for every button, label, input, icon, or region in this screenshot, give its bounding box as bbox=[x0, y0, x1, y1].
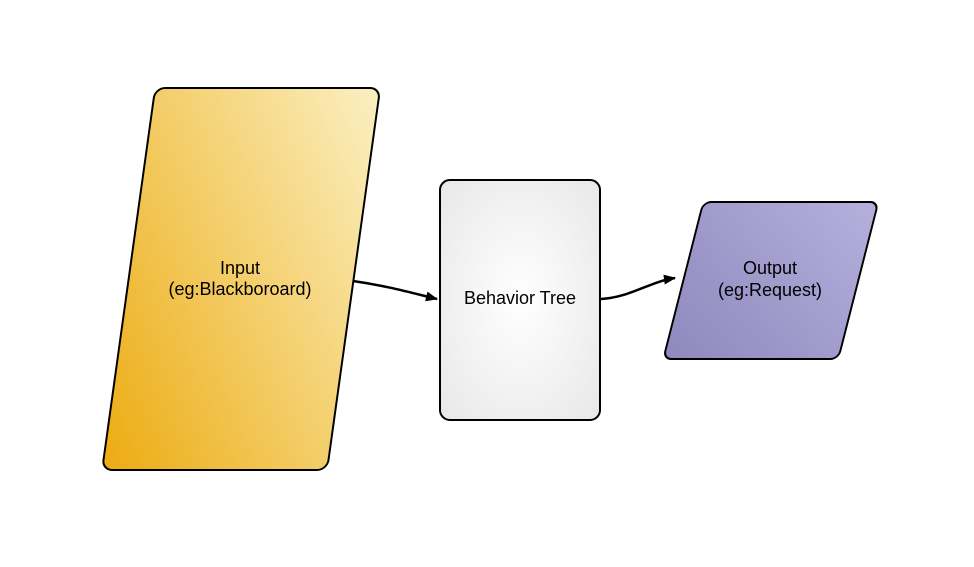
behavior-tree-node-label: Behavior Tree bbox=[464, 288, 576, 308]
output-node-label-line2: (eg:Request) bbox=[718, 280, 822, 300]
output-node-group bbox=[664, 201, 878, 360]
arrow-input-to-behavior-tree bbox=[352, 279, 438, 302]
output-node-label-line1: Output bbox=[743, 258, 797, 278]
input-node-group bbox=[102, 87, 380, 471]
arrow-behavior-tree-to-output bbox=[600, 274, 676, 301]
input-node-label-line2: (eg:Blackboroard) bbox=[168, 279, 311, 299]
input-node bbox=[102, 87, 380, 471]
output-node bbox=[664, 201, 878, 360]
behavior-tree-node bbox=[439, 179, 601, 421]
input-node-label-line1: Input bbox=[220, 258, 260, 278]
